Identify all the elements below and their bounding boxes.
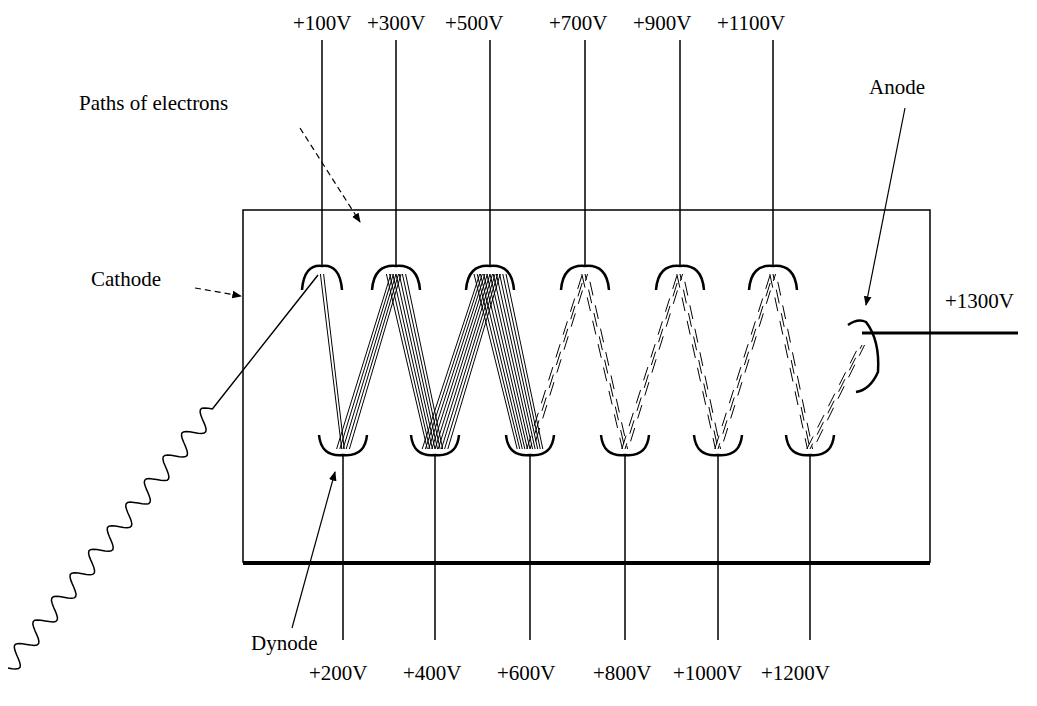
callout-label: Paths of electrons: [78, 92, 229, 115]
voltage-label: +800V: [592, 662, 653, 685]
electron-path: [530, 274, 585, 449]
electron-path: [582, 274, 623, 449]
tube-base: [243, 561, 930, 565]
electron-path: [396, 274, 435, 449]
voltage-label: +500V: [444, 12, 505, 35]
anode: [848, 321, 878, 392]
voltage-label: +1200V: [760, 662, 831, 685]
part-label: Anode: [868, 76, 926, 99]
electron-path: [337, 274, 391, 449]
electron-path: [810, 345, 862, 449]
electron-path: [715, 274, 771, 449]
electron-path: [324, 274, 345, 449]
part-label: Dynode: [250, 632, 319, 655]
dynode: [749, 266, 797, 290]
electron-path: [807, 345, 860, 449]
electron-path: [340, 274, 394, 449]
electron-path: [776, 274, 812, 449]
electron-path: [527, 274, 583, 449]
electron-path: [496, 274, 535, 449]
electron-path: [435, 274, 490, 449]
voltage-label: +200V: [308, 662, 369, 685]
electron-path: [718, 274, 773, 449]
electron-path: [429, 274, 485, 449]
electron-path: [773, 274, 810, 449]
electron-path: [625, 274, 680, 449]
supply-wires: [322, 40, 1018, 640]
electron-path: [506, 274, 543, 449]
electron-path: [432, 274, 488, 449]
dynode: [786, 435, 834, 455]
leader-lines: [195, 108, 905, 628]
voltage-label: +1100V: [716, 12, 786, 35]
part-label: Cathode: [90, 268, 162, 291]
dynodes: [302, 266, 878, 455]
electron-path: [349, 274, 401, 449]
voltage-label: +600V: [496, 662, 557, 685]
voltage-label: +1000V: [672, 662, 743, 685]
voltage-label: +1300V: [944, 290, 1015, 313]
electron-path: [346, 274, 398, 449]
tube-envelope: [243, 210, 930, 562]
electron-path: [588, 274, 627, 449]
electron-path: [622, 274, 678, 449]
voltage-label: +900V: [632, 12, 693, 35]
photon-wave: [8, 275, 318, 669]
electron-path: [677, 274, 716, 449]
electron-path: [399, 274, 437, 449]
voltage-label: +100V: [292, 12, 353, 35]
electron-path: [448, 274, 500, 449]
electron-path: [500, 274, 538, 449]
electron-path: [813, 345, 864, 449]
voltage-label: +300V: [366, 12, 427, 35]
electron-path: [320, 274, 341, 449]
electron-path: [770, 274, 808, 449]
electron-path: [393, 274, 433, 449]
electron-paths: [320, 274, 864, 449]
electron-path: [585, 274, 625, 449]
electron-path: [683, 274, 720, 449]
voltage-label: +400V: [402, 662, 463, 685]
voltage-label: +700V: [548, 12, 609, 35]
electron-path: [721, 274, 775, 449]
electron-path: [438, 274, 492, 449]
electron-path: [493, 274, 532, 449]
electron-path: [343, 274, 396, 449]
electron-path: [680, 274, 718, 449]
electron-path: [628, 274, 682, 449]
electron-path: [533, 274, 587, 449]
